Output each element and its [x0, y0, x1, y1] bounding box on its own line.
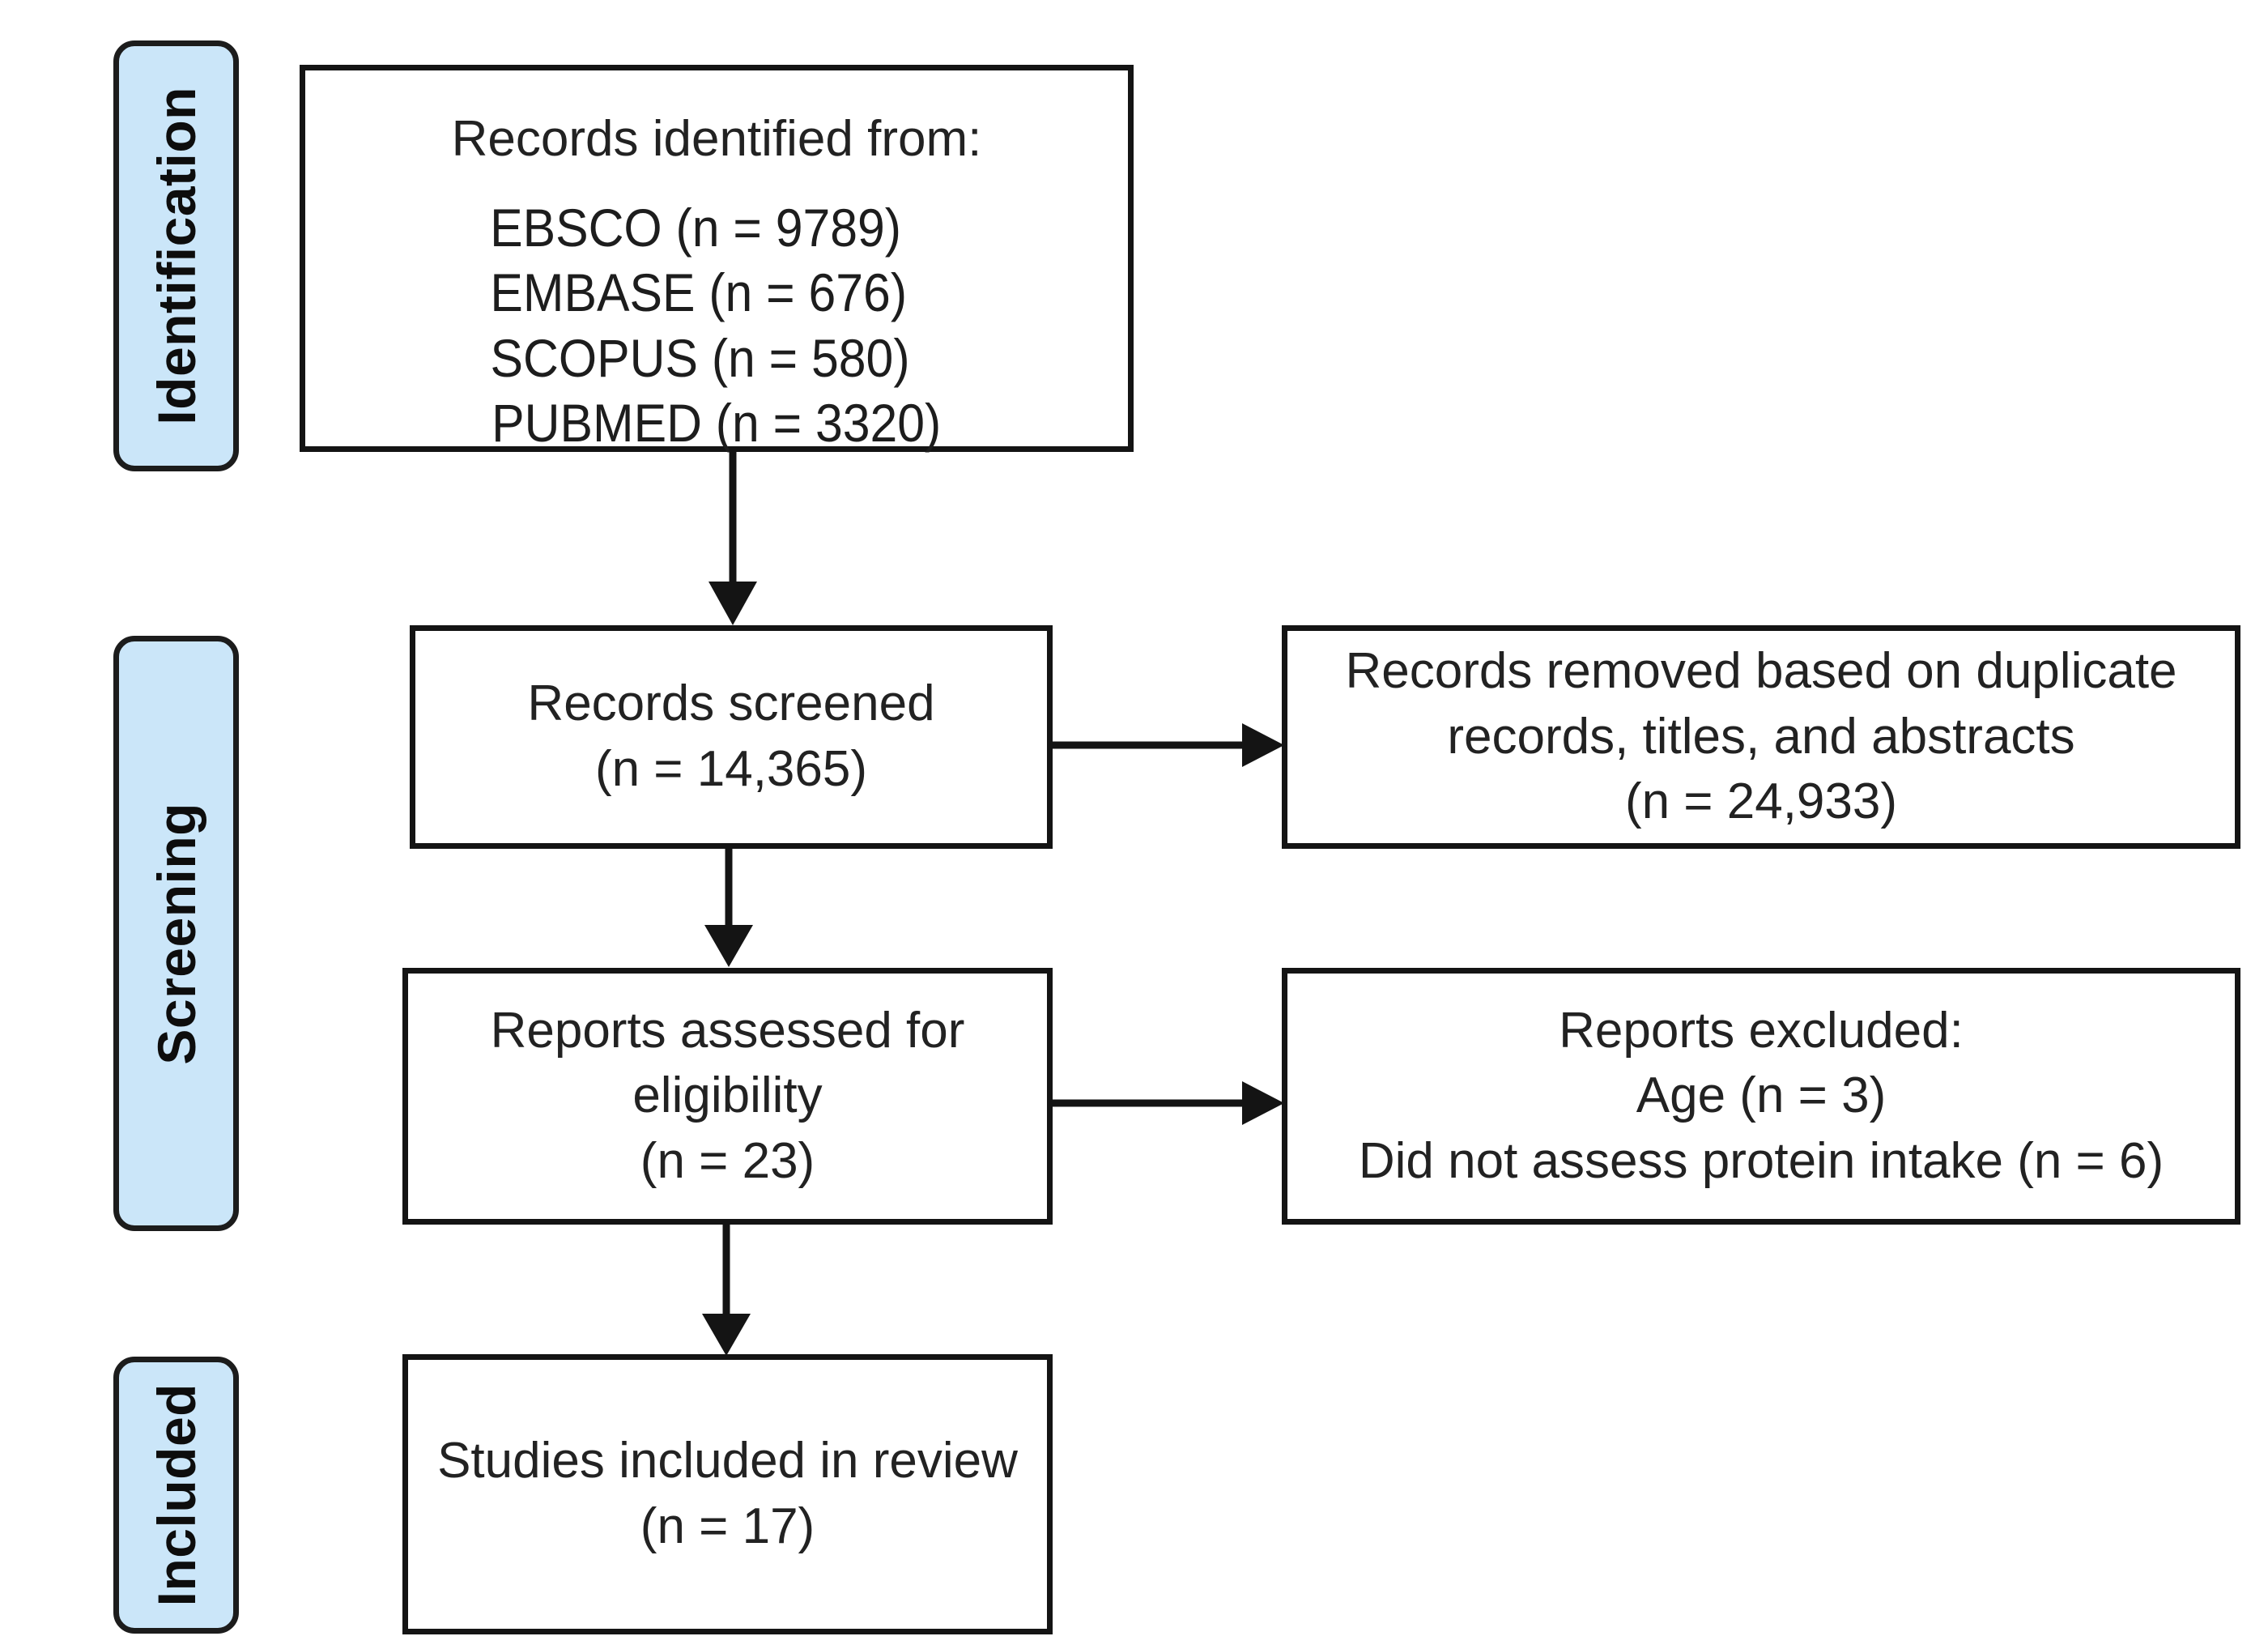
- arrow-identified-to-screened: [696, 447, 769, 630]
- phase-label-screening: Screening: [113, 636, 239, 1231]
- source-ebsco: EBSCO (n = 9789): [490, 197, 902, 258]
- records-identified-source-list: EBSCO (n = 9789) EMBASE (n = 676) SCOPUS…: [472, 195, 960, 456]
- records-removed-line-1: Records removed based on duplicate: [1345, 643, 2177, 700]
- phase-label-identification: Identification: [113, 40, 239, 471]
- records-removed-line-2: records, titles, and abstracts: [1447, 708, 2075, 765]
- box-reports-excluded: Reports excluded: Age (n = 3) Did not as…: [1282, 968, 2240, 1225]
- source-embase: EMBASE (n = 676): [490, 262, 908, 323]
- reports-assessed-line-2: eligibility: [632, 1067, 823, 1124]
- studies-included-count: (n = 17): [640, 1498, 815, 1554]
- box-studies-included: Studies included in review (n = 17): [402, 1354, 1053, 1634]
- arrow-eligibility-to-included: [690, 1220, 763, 1362]
- phase-label-included: Included: [113, 1357, 239, 1634]
- box-reports-assessed-eligibility: Reports assessed for eligibility (n = 23…: [402, 968, 1053, 1225]
- box-records-screened: Records screened (n = 14,365): [410, 625, 1053, 849]
- arrow-screened-to-removed: [1048, 713, 1291, 778]
- reports-assessed-line-1: Reports assessed for: [490, 1002, 965, 1059]
- reports-assessed-count: (n = 23): [640, 1132, 815, 1189]
- records-screened-count: (n = 14,365): [594, 741, 868, 797]
- box-records-removed: Records removed based on duplicate recor…: [1282, 625, 2240, 849]
- reports-excluded-heading: Reports excluded:: [1559, 1002, 1964, 1059]
- reports-excluded-reason-age: Age (n = 3): [1636, 1067, 1887, 1124]
- records-screened-label: Records screened: [527, 675, 935, 732]
- box-records-identified: Records identified from: EBSCO (n = 9789…: [300, 65, 1134, 453]
- source-scopus: SCOPUS (n = 580): [490, 327, 910, 388]
- reports-excluded-reason-protein: Did not assess protein intake (n = 6): [1358, 1132, 2164, 1189]
- phase-label-identification-text: Identification: [146, 87, 206, 425]
- source-pubmed: PUBMED (n = 3320): [491, 393, 942, 454]
- records-identified-heading: Records identified from:: [451, 111, 982, 167]
- studies-included-label: Studies included in review: [437, 1433, 1018, 1489]
- arrow-screened-to-eligibility: [692, 844, 765, 974]
- phase-label-screening-text: Screening: [146, 802, 206, 1065]
- phase-label-included-text: Included: [146, 1383, 206, 1607]
- arrow-eligibility-to-excluded: [1048, 1071, 1291, 1136]
- records-removed-count: (n = 24,933): [1624, 773, 1898, 830]
